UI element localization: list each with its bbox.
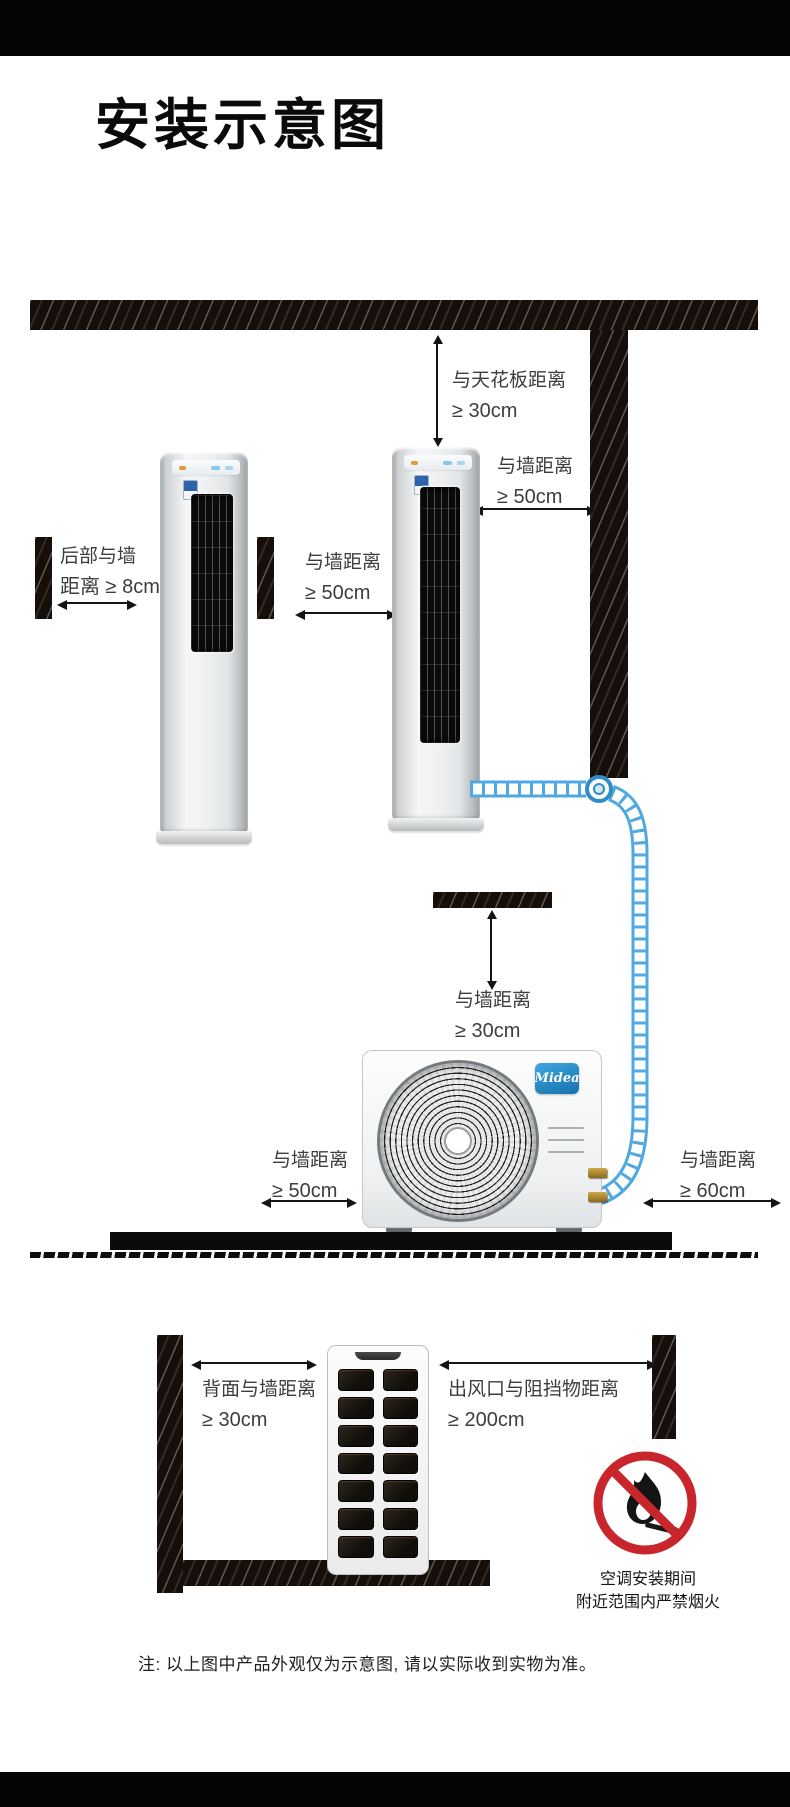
ceiling-distance-arrow: [433, 335, 443, 447]
outdoor-left-distance-arrow: [261, 1198, 357, 1208]
middle-distance-label: 与墙距离 ≥ 50cm: [305, 548, 381, 608]
vent-slot: [382, 1424, 418, 1447]
outlet-distance-value: ≥ 200cm: [448, 1409, 525, 1431]
top-border-bar: [0, 0, 790, 56]
middle-wall-segment: [257, 537, 274, 619]
outlet-distance-label: 出风口与阻挡物距离 ≥ 200cm: [448, 1375, 619, 1435]
ceiling-distance-text: 与天花板距离: [452, 370, 567, 391]
vent-slot: [338, 1424, 374, 1447]
upper-right-distance-value: ≥ 50cm: [497, 486, 563, 508]
above-outdoor-distance-text: 与墙距离: [455, 990, 532, 1011]
vent-slot: [382, 1369, 418, 1391]
indicator-light: [457, 461, 466, 465]
upper-right-distance-arrow: [473, 506, 597, 516]
page-title: 安装示意图: [95, 94, 391, 156]
vent-slot: [338, 1480, 374, 1503]
indicator-light: [179, 466, 187, 470]
midea-logo: Midea: [534, 1063, 580, 1094]
middle-distance-text: 与墙距离: [305, 552, 382, 573]
outlet-distance-text: 出风口与阻挡物距离: [448, 1379, 620, 1400]
ceiling-wall: [30, 300, 758, 330]
air-outlet-grille: [420, 487, 460, 743]
vent-slot: [338, 1508, 374, 1531]
above-outdoor-distance-arrow: [487, 910, 497, 990]
back-distance-arrow: [191, 1360, 317, 1370]
no-fire-caption-line1: 空调安装期间: [599, 1571, 696, 1588]
indoor-unit-2: [388, 447, 484, 831]
ceiling-distance-label: 与天花板距离 ≥ 30cm: [452, 366, 566, 426]
outdoor-right-distance-label: 与墙距离 ≥ 60cm: [680, 1146, 756, 1206]
side-vent: [548, 1139, 584, 1141]
side-vent: [548, 1151, 584, 1153]
upper-right-distance-label: 与墙距离 ≥ 50cm: [497, 452, 573, 512]
indicator-light: [443, 461, 453, 465]
bottom-floor-wall: [183, 1560, 490, 1586]
right-wall: [590, 330, 628, 778]
bottom-right-wall: [652, 1335, 676, 1439]
vent-slot: [338, 1452, 374, 1475]
ceiling-distance-value: ≥ 30cm: [452, 400, 518, 422]
fan-grille-icon: [380, 1063, 536, 1219]
match-icon: [645, 1522, 673, 1534]
rear-distance-arrow: [57, 600, 137, 610]
ground-hatch-line: [30, 1252, 758, 1258]
refrigerant-pipe: [470, 775, 649, 1207]
back-distance-value: ≥ 30cm: [202, 1409, 268, 1431]
vent-slot: [382, 1396, 418, 1419]
side-vent: [548, 1127, 584, 1129]
outdoor-left-distance-label: 与墙距离 ≥ 50cm: [272, 1146, 348, 1206]
lower-wall-segment: [433, 892, 552, 908]
upper-right-distance-text: 与墙距离: [497, 456, 574, 477]
vent-slot: [382, 1480, 418, 1503]
vent-slot: [382, 1452, 418, 1475]
back-distance-text: 背面与墙距离: [202, 1379, 317, 1400]
outdoor-right-distance-arrow: [643, 1198, 781, 1208]
vent-slot: [338, 1536, 374, 1558]
left-wall-segment: [35, 537, 52, 619]
outlet-distance-arrow: [439, 1360, 657, 1370]
vent-slot: [382, 1536, 418, 1558]
rear-distance-text: 后部与墙: [60, 546, 137, 567]
pipe-valve: [588, 1168, 607, 1178]
no-fire-icon: [593, 1451, 697, 1555]
no-fire-caption: 空调安装期间 附近范围内严禁烟火: [556, 1568, 740, 1614]
outdoor-left-distance-text: 与墙距离: [272, 1150, 349, 1171]
indicator-light: [225, 466, 234, 470]
indicator-light: [411, 461, 419, 465]
indoor-unit-1: [156, 452, 252, 844]
unit-base: [156, 831, 252, 844]
disclaimer-note: 注: 以上图中产品外观仅为示意图, 请以实际收到实物为准。: [138, 1655, 597, 1674]
above-outdoor-distance-value: ≥ 30cm: [455, 1020, 521, 1042]
outdoor-right-distance-value: ≥ 60cm: [680, 1180, 746, 1202]
air-outlet-grille: [191, 494, 233, 652]
outdoor-right-distance-text: 与墙距离: [680, 1150, 757, 1171]
display-strip: [172, 460, 241, 475]
middle-distance-value: ≥ 50cm: [305, 582, 371, 604]
indicator-light: [211, 466, 221, 470]
bottom-left-wall: [157, 1335, 183, 1593]
vent-slot: [382, 1508, 418, 1531]
back-distance-label: 背面与墙距离 ≥ 30cm: [202, 1375, 316, 1435]
bottom-border-bar: [0, 1772, 790, 1807]
vent-slot-grid: [338, 1369, 418, 1558]
above-outdoor-distance-label: 与墙距离 ≥ 30cm: [455, 986, 531, 1046]
rear-distance-label: 后部与墙 距离 ≥ 8cm: [60, 542, 160, 602]
vent-slot: [338, 1369, 374, 1391]
middle-distance-arrow: [295, 610, 397, 620]
unit-base: [388, 818, 484, 831]
outdoor-unit: Midea: [362, 1050, 602, 1228]
no-fire-caption-line2: 附近范围内严禁烟火: [575, 1594, 720, 1611]
ground-floor: [110, 1232, 672, 1250]
vent-slot: [338, 1396, 374, 1419]
outdoor-unit-top-view: [327, 1345, 429, 1575]
rear-distance-value: 距离 ≥ 8cm: [60, 576, 160, 598]
pipe-valve: [588, 1192, 607, 1202]
display-strip: [404, 455, 473, 470]
outdoor-left-distance-value: ≥ 50cm: [272, 1180, 338, 1202]
unit-handle: [355, 1352, 401, 1360]
